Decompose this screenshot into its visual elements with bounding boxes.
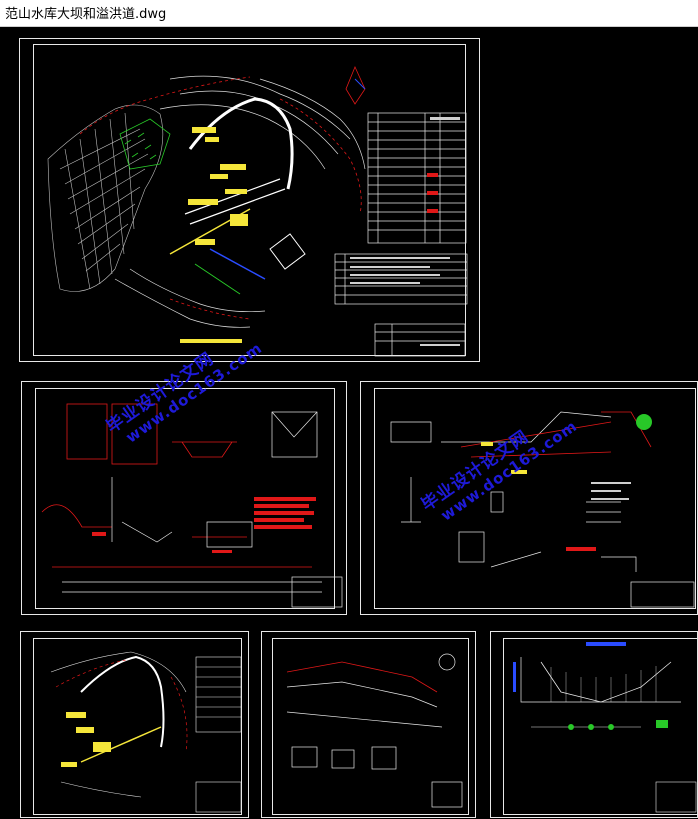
spillway-sections-sheet[interactable]: [360, 381, 698, 615]
profile-sheet[interactable]: [261, 631, 476, 818]
spillway-sections-drawing: [390, 411, 695, 608]
profile-drawing: [286, 653, 463, 808]
layout-plan-sheet[interactable]: [20, 631, 249, 818]
drawing-canvas[interactable]: 毕业设计论文网 www.doc163.com 毕业设计论文网 www.doc16…: [0, 27, 698, 818]
site-plan-sheet[interactable]: [19, 38, 480, 362]
window-titlebar: 范山水库大坝和溢洪道.dwg: [0, 0, 698, 27]
dam-details-drawing: [41, 403, 343, 608]
window-title: 范山水库大坝和溢洪道.dwg: [5, 7, 167, 22]
cross-section-sheet[interactable]: [490, 631, 698, 818]
dam-details-sheet[interactable]: [21, 381, 347, 615]
cross-section-drawing: [513, 642, 697, 813]
site-plan-drawing: [47, 65, 468, 357]
layout-plan-drawing: [50, 651, 242, 813]
